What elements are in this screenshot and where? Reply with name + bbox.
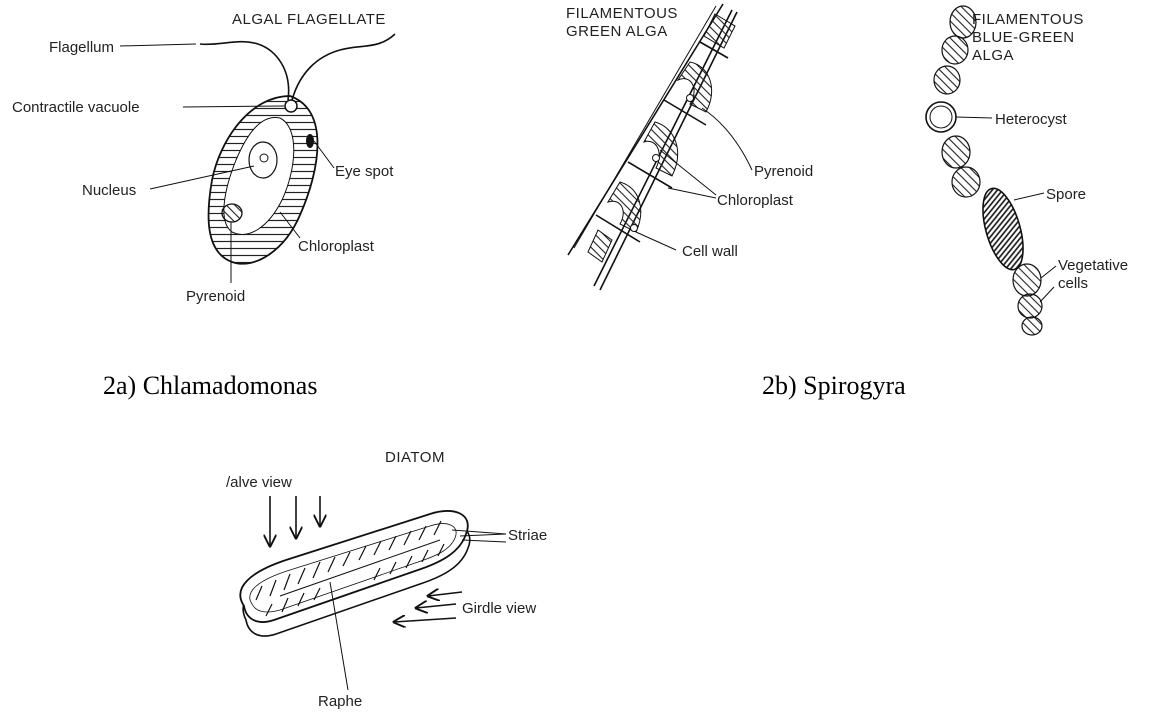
vegetative-cell <box>952 167 980 197</box>
label-flagellum: Flagellum <box>49 39 114 56</box>
label-pyrenoid: Pyrenoid <box>186 288 245 305</box>
blue-green-title-line3: ALGA <box>972 47 1014 64</box>
label-nucleus: Nucleus <box>82 182 136 199</box>
diatom-title: DIATOM <box>385 449 445 466</box>
diatom-panel: DIATOM /alve view <box>226 449 547 710</box>
vegetative-cell <box>942 136 970 168</box>
green-pyrenoid-2 <box>653 155 660 162</box>
label-valve-view: /alve view <box>226 474 292 491</box>
algal-flagellate-title: ALGAL FLAGELLATE <box>232 11 386 28</box>
caption-2a: 2a) Chlamadomonas <box>103 371 317 400</box>
filament-wall-left <box>568 4 723 255</box>
vegetative-cell <box>1018 294 1042 318</box>
blue-green-title-line1: FILAMENTOUS <box>972 11 1084 28</box>
vegetative-cell <box>950 6 976 38</box>
label-vegetative-line2: cells <box>1058 275 1088 292</box>
label-eye-spot: Eye spot <box>335 163 394 180</box>
label-spore: Spore <box>1046 186 1086 203</box>
algal-flagellate-panel: ALGAL FLAGELLATE Flagellum Contractile v… <box>12 11 395 400</box>
label-raphe: Raphe <box>318 693 362 710</box>
label-green-pyrenoid: Pyrenoid <box>754 163 813 180</box>
label-striae: Striae <box>508 527 547 544</box>
label-vegetative-line1: Vegetative <box>1058 257 1128 274</box>
filamentous-green-alga-panel: FILAMENTOUS GREEN ALGA Pyrenoid Chloropl… <box>566 4 813 290</box>
vegetative-cell <box>934 66 960 94</box>
flagellum-right <box>292 34 395 100</box>
spore <box>975 184 1031 274</box>
green-alga-title-line1: FILAMENTOUS <box>566 5 678 22</box>
label-green-chloroplast: Chloroplast <box>717 192 794 209</box>
flagellum-left <box>200 42 289 100</box>
vegetative-cell <box>1022 317 1042 335</box>
green-alga-title-line2: GREEN ALGA <box>566 23 668 40</box>
caption-2b: 2b) Spirogyra <box>762 371 906 400</box>
filament-wall-left-inner <box>574 6 716 248</box>
label-contractile-vacuole: Contractile vacuole <box>12 99 140 116</box>
label-chloroplast: Chloroplast <box>298 238 375 255</box>
label-heterocyst: Heterocyst <box>995 111 1068 128</box>
girdle-arrow-3 <box>394 618 456 622</box>
label-cell-wall: Cell wall <box>682 243 738 260</box>
green-pyrenoid-3 <box>631 225 638 232</box>
girdle-arrow-2 <box>416 604 456 608</box>
pyrenoid <box>222 204 242 222</box>
filamentous-blue-green-alga-panel: FILAMENTOUS BLUE-GREEN ALGA Heterocyst S… <box>762 6 1128 400</box>
blue-green-title-line2: BLUE-GREEN <box>972 29 1075 46</box>
vegetative-cell <box>942 36 968 64</box>
eye-spot <box>306 134 314 148</box>
girdle-arrow-1 <box>428 592 462 596</box>
green-pyrenoid-1 <box>687 95 694 102</box>
contractile-vacuole <box>285 100 297 112</box>
vegetative-cell <box>1013 264 1041 296</box>
label-girdle-view: Girdle view <box>462 600 536 617</box>
nucleus <box>249 142 277 178</box>
